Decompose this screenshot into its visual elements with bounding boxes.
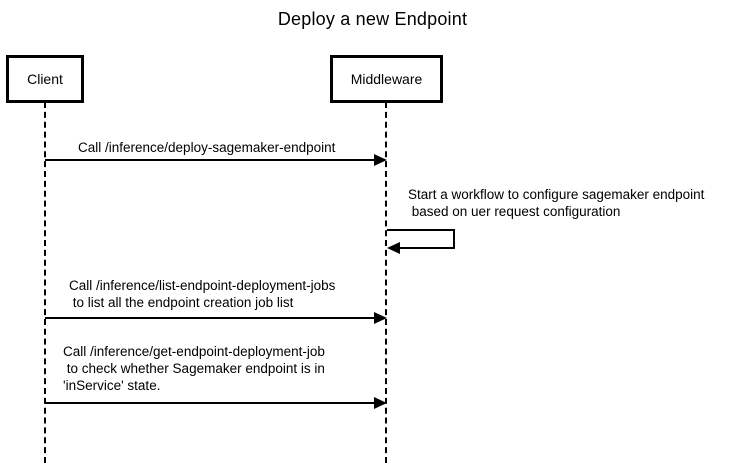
actor-label-client: Client: [27, 71, 63, 87]
self-message-arrowhead-icon: [387, 242, 400, 254]
actor-box-client: Client: [6, 55, 84, 103]
actor-box-middleware: Middleware: [330, 55, 443, 103]
message-3-label: Call /inference/get-endpoint-deployment-…: [63, 344, 325, 393]
lifeline-middleware: [385, 102, 387, 463]
message-2-arrow-line: [45, 317, 375, 319]
self-message-label: Start a workflow to configure sagemaker …: [408, 187, 705, 219]
message-2-arrowhead-icon: [374, 312, 387, 324]
message-2-label: Call /inference/list-endpoint-deployment…: [69, 278, 336, 310]
message-1-arrowhead-icon: [374, 154, 387, 166]
message-1-label: Call /inference/deploy-sagemaker-endpoin…: [78, 140, 336, 155]
self-message-bottom-line: [399, 247, 455, 249]
message-3-arrow-line: [45, 402, 375, 404]
lifeline-client: [44, 102, 46, 463]
self-message-top-line: [387, 229, 455, 231]
message-1-arrow-line: [45, 159, 375, 161]
self-message-vertical-line: [453, 229, 455, 249]
diagram-title: Deploy a new Endpoint: [277, 9, 468, 29]
message-3-arrowhead-icon: [374, 397, 387, 409]
actor-label-middleware: Middleware: [350, 71, 423, 87]
